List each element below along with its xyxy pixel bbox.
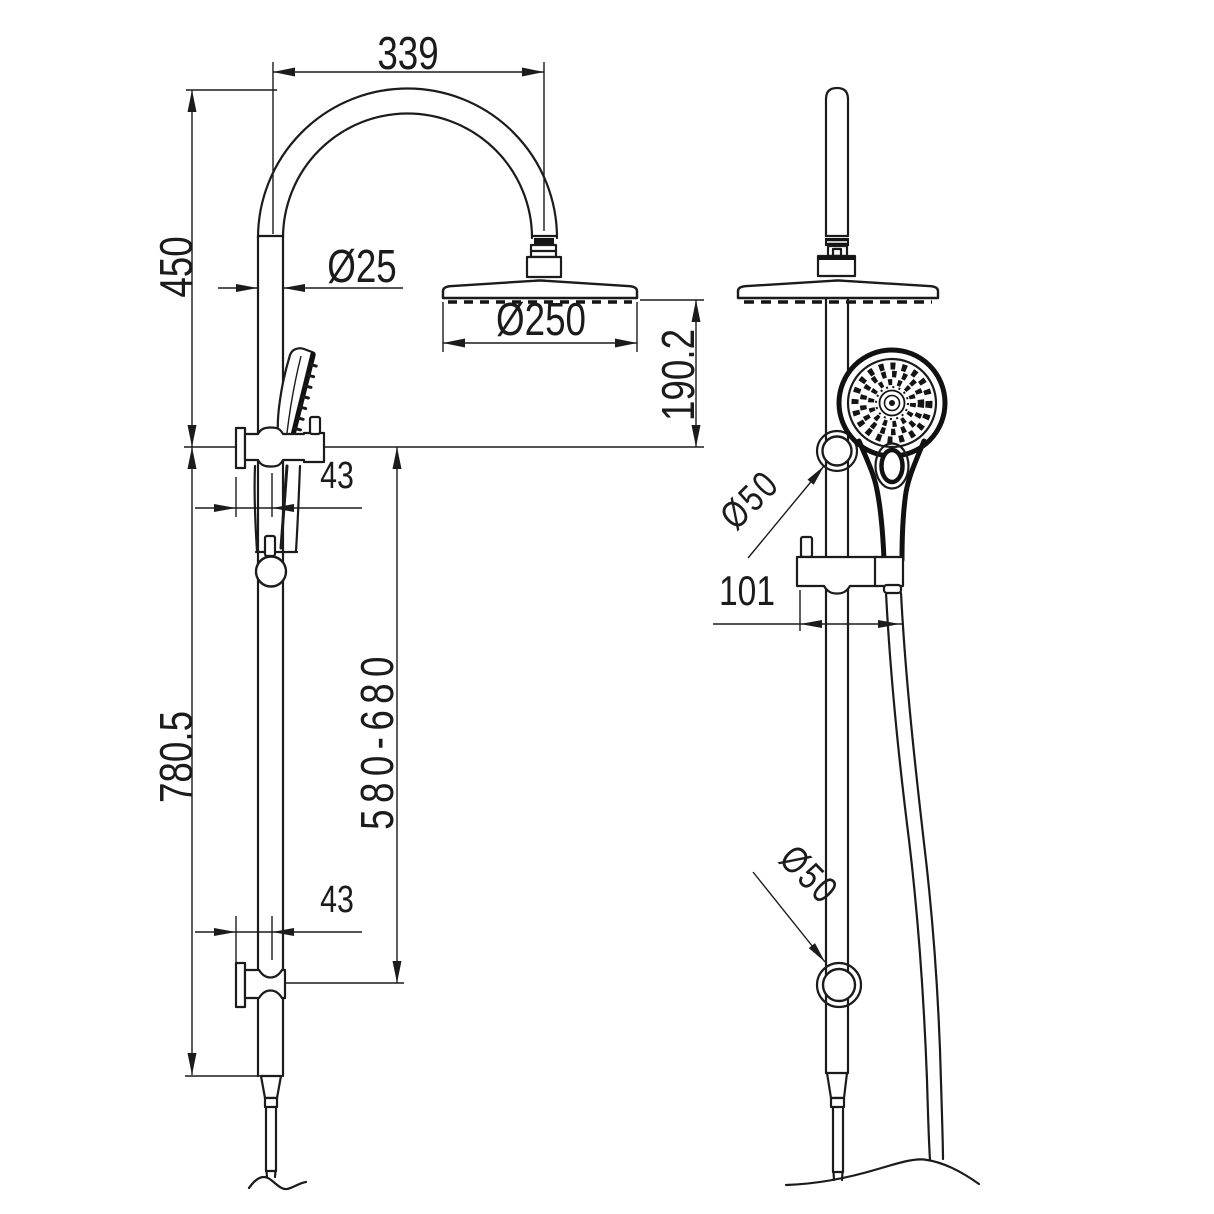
wall-bracket-upper: [234, 415, 326, 470]
hand-shower-handle-left: [856, 438, 887, 563]
dim-slider-range: 580-680: [286, 447, 404, 984]
diverter-pin: [308, 415, 322, 436]
bracket-pin-side: [799, 535, 814, 559]
wall-flange-lower: [234, 961, 247, 1009]
spray-mode-button: [879, 447, 905, 485]
dim-slider-range-label: 580-680: [351, 650, 403, 830]
hose-connector-side: [873, 555, 905, 588]
rain-shower-head-side: [736, 279, 940, 304]
wall-bracket-lower: [234, 961, 287, 1009]
dim-head-diameter: Ø250: [442, 293, 638, 352]
handle-lower-left: [253, 464, 259, 553]
dim-column-height: 780.5: [150, 447, 260, 1077]
dim-lower-bracket-offset-label: 43: [320, 879, 354, 921]
rain-shower-head: [441, 279, 639, 304]
hose-nipple: [882, 583, 903, 595]
ground-break-line: [784, 1158, 981, 1187]
front-view: [184, 87, 704, 1191]
handle-lower-right: [294, 464, 302, 553]
dim-head-diameter-label: Ø250: [496, 293, 586, 345]
dim-bracket-depth-label: 101: [719, 569, 775, 615]
slider-knob: [254, 534, 288, 588]
hand-shower-front: [253, 347, 318, 554]
wall-flange-upper: [234, 426, 247, 470]
dim-lower-bracket-offset: 43: [195, 879, 362, 962]
dim-pipe-diameter-label: Ø25: [327, 240, 397, 292]
dim-column-height-label: 780.5: [150, 711, 202, 803]
callout-holder-knob-label: Ø50: [712, 462, 787, 537]
shower-hose-side: [884, 591, 945, 1162]
dim-pipe-diameter: Ø25: [218, 240, 403, 292]
dim-upper-height-label: 450: [150, 236, 202, 297]
slider-pin: [263, 534, 277, 558]
wall-bracket-side: [795, 535, 905, 595]
spray-face-pattern: [851, 362, 933, 444]
hose-outlet-front: [247, 1074, 308, 1191]
dim-upper-bracket-offset-label: 43: [320, 455, 354, 497]
dim-head-drop: 190.2: [640, 299, 704, 447]
dim-upper-height: 450: [150, 89, 277, 447]
hand-shower-side: [836, 347, 948, 563]
hand-shower-handle-right: [899, 438, 927, 563]
callout-wall-flange-diameter: Ø50: [752, 837, 847, 963]
face-edge-ticks: [293, 363, 318, 432]
hose-outlet-side: [825, 1071, 849, 1182]
dim-head-drop-label: 190.2: [652, 329, 704, 421]
dim-upper-bracket-offset: 43: [195, 455, 362, 517]
wall-flange-side-inner: [821, 967, 857, 1003]
riser-pipe: [256, 234, 285, 1078]
riser-pipe-side-top: [824, 86, 850, 238]
dim-arc-width-label: 339: [377, 27, 438, 79]
slider-ball: [254, 555, 288, 588]
dim-arc-width: 339: [272, 27, 545, 234]
holder-knob-inner: [821, 435, 853, 467]
shower-head-connector: [525, 238, 563, 279]
gooseneck-arc: [256, 87, 559, 240]
side-view: [736, 86, 981, 1187]
callout-wall-flange-label: Ø50: [771, 837, 846, 912]
hose-break-line-front: [247, 1175, 308, 1191]
shower-head-connector-side: [816, 234, 857, 278]
dim-bracket-depth: 101: [713, 569, 903, 631]
